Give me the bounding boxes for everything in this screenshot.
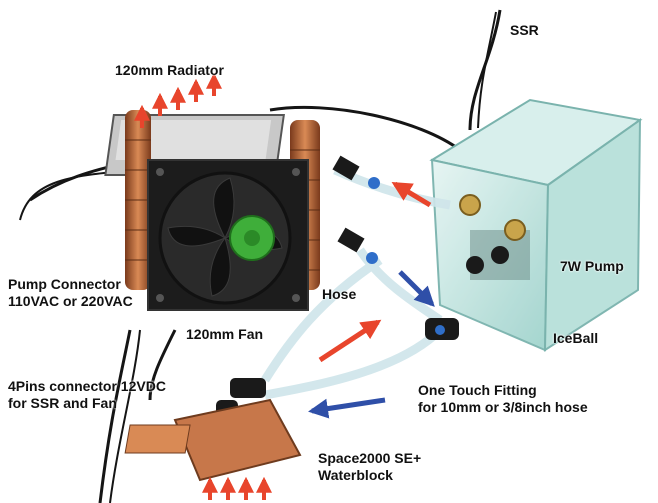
heat-arrows-top (134, 72, 222, 128)
fitting-line-2: for 10mm or 3/8inch hose (418, 399, 588, 415)
flow-arrow-hot-up (318, 319, 382, 363)
pump-connector-line-1: Pump Connector (8, 276, 121, 292)
waterblock-line-1: Space2000 SE+ (318, 450, 422, 466)
pump-connector-label: Pump Connector 110VAC or 220VAC (8, 276, 133, 310)
waterblock-line-2: Waterblock (318, 467, 393, 483)
hose-label: Hose (322, 286, 357, 302)
pump-label: 7W Pump (560, 258, 624, 274)
ssr-label: SSR (510, 22, 539, 38)
iceball-reservoir (429, 98, 643, 352)
waterblock (124, 398, 302, 482)
flow-arrow-cold-down (398, 270, 435, 307)
fitting-line-1: One Touch Fitting (418, 382, 537, 398)
radiator-label: 120mm Radiator (115, 62, 224, 78)
iceball-label: IceBall (553, 330, 599, 346)
fan-label: 120mm Fan (186, 326, 264, 342)
brass-fitting (459, 194, 481, 216)
flow-arrow-hot-return (391, 181, 432, 208)
pins-connector-line-1: 4Pins connector 12VDC (8, 378, 166, 394)
pins-connector-label: 4Pins connector 12VDC for SSR and Fan (8, 378, 166, 412)
waterblock-label: Space2000 SE+ Waterblock (318, 450, 421, 484)
fitting-label: One Touch Fitting for 10mm or 3/8inch ho… (418, 382, 588, 416)
fan (147, 159, 309, 311)
pump-connector-line-2: 110VAC or 220VAC (8, 293, 133, 309)
heat-arrows-bottom (202, 476, 272, 500)
radiator (104, 110, 320, 290)
pins-connector-line-2: for SSR and Fan (8, 395, 117, 411)
flow-arrow-cold-left (308, 397, 386, 419)
